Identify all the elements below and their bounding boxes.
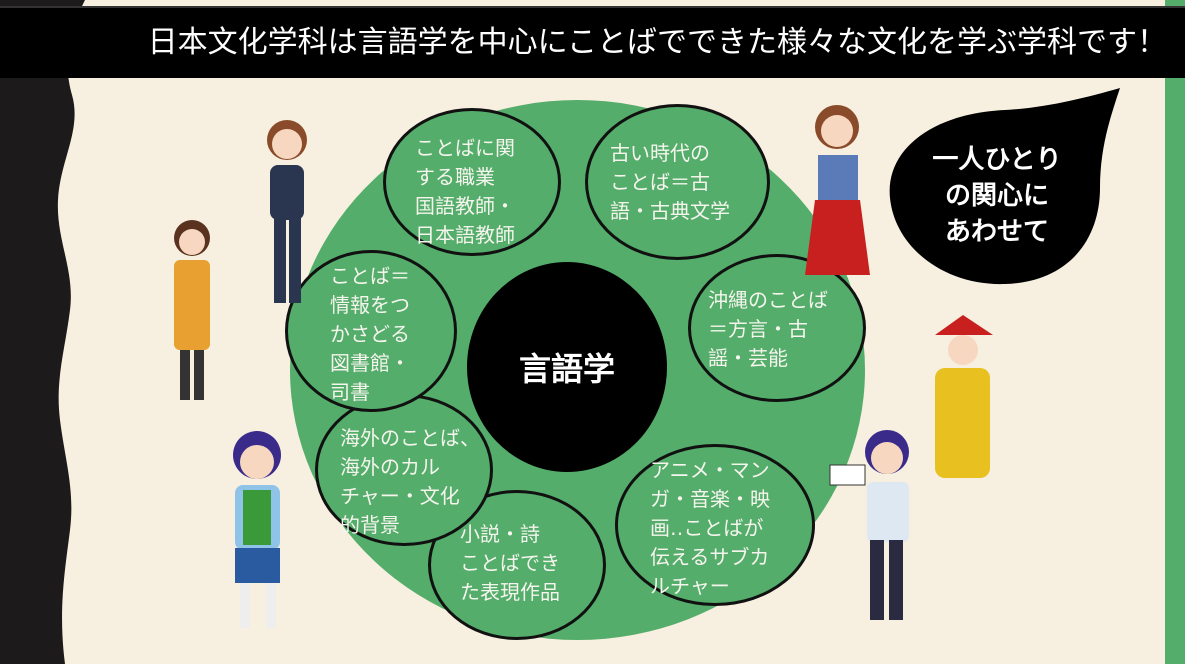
bubble-text-foreign: 海外のことば、 海外のカル チャー・文化 的背景 bbox=[340, 426, 480, 537]
callout-text: 一人ひとり の関心に あわせて bbox=[932, 145, 1062, 247]
character-camera-boy-illustration bbox=[233, 431, 281, 628]
bubble-library bbox=[285, 250, 457, 412]
bubble-text-okinawa: 沖縄のことば ＝方言・古 謡・芸能 bbox=[708, 288, 828, 370]
bubble-okinawa bbox=[688, 254, 866, 402]
bubble-text-library: ことば＝ 情報をつ かさどる 図書館・ 司書 bbox=[330, 264, 410, 404]
bubble-subculture bbox=[615, 444, 815, 606]
bubble-text-classics: 古い時代の ことば＝古 語・古典文学 bbox=[610, 141, 730, 223]
speech-callout bbox=[889, 88, 1120, 285]
character-librarian-illustration bbox=[174, 220, 210, 400]
character-hakama-girl-illustration bbox=[805, 105, 870, 275]
wavy-left-border bbox=[0, 0, 85, 664]
header-banner: 日本文化学科は言語学を中心にことばでできた様々な文化を学ぶ学科です！ bbox=[0, 6, 1185, 78]
character-teacher-illustration bbox=[267, 120, 307, 303]
bubble-text-subculture: アニメ・マン ガ・音楽・映 画‥ことばが 伝えるサブカ ルチャー bbox=[650, 458, 770, 598]
bubble-text-jobs: ことばに関 する職業 国語教師・ 日本語教師 bbox=[415, 136, 515, 247]
center-circle: 言語学 bbox=[467, 262, 667, 472]
right-stripe bbox=[1165, 0, 1185, 664]
bubble-jobs bbox=[383, 108, 561, 256]
character-shirt-boy-illustration bbox=[829, 430, 909, 620]
center-label: 言語学 bbox=[518, 350, 615, 388]
bubble-foreign bbox=[315, 394, 493, 546]
bubble-text-literature: 小説・詩 ことばでき た表現作品 bbox=[460, 522, 560, 604]
bubble-classics bbox=[585, 104, 770, 260]
character-okinawa-dancer-illustration bbox=[935, 315, 993, 478]
